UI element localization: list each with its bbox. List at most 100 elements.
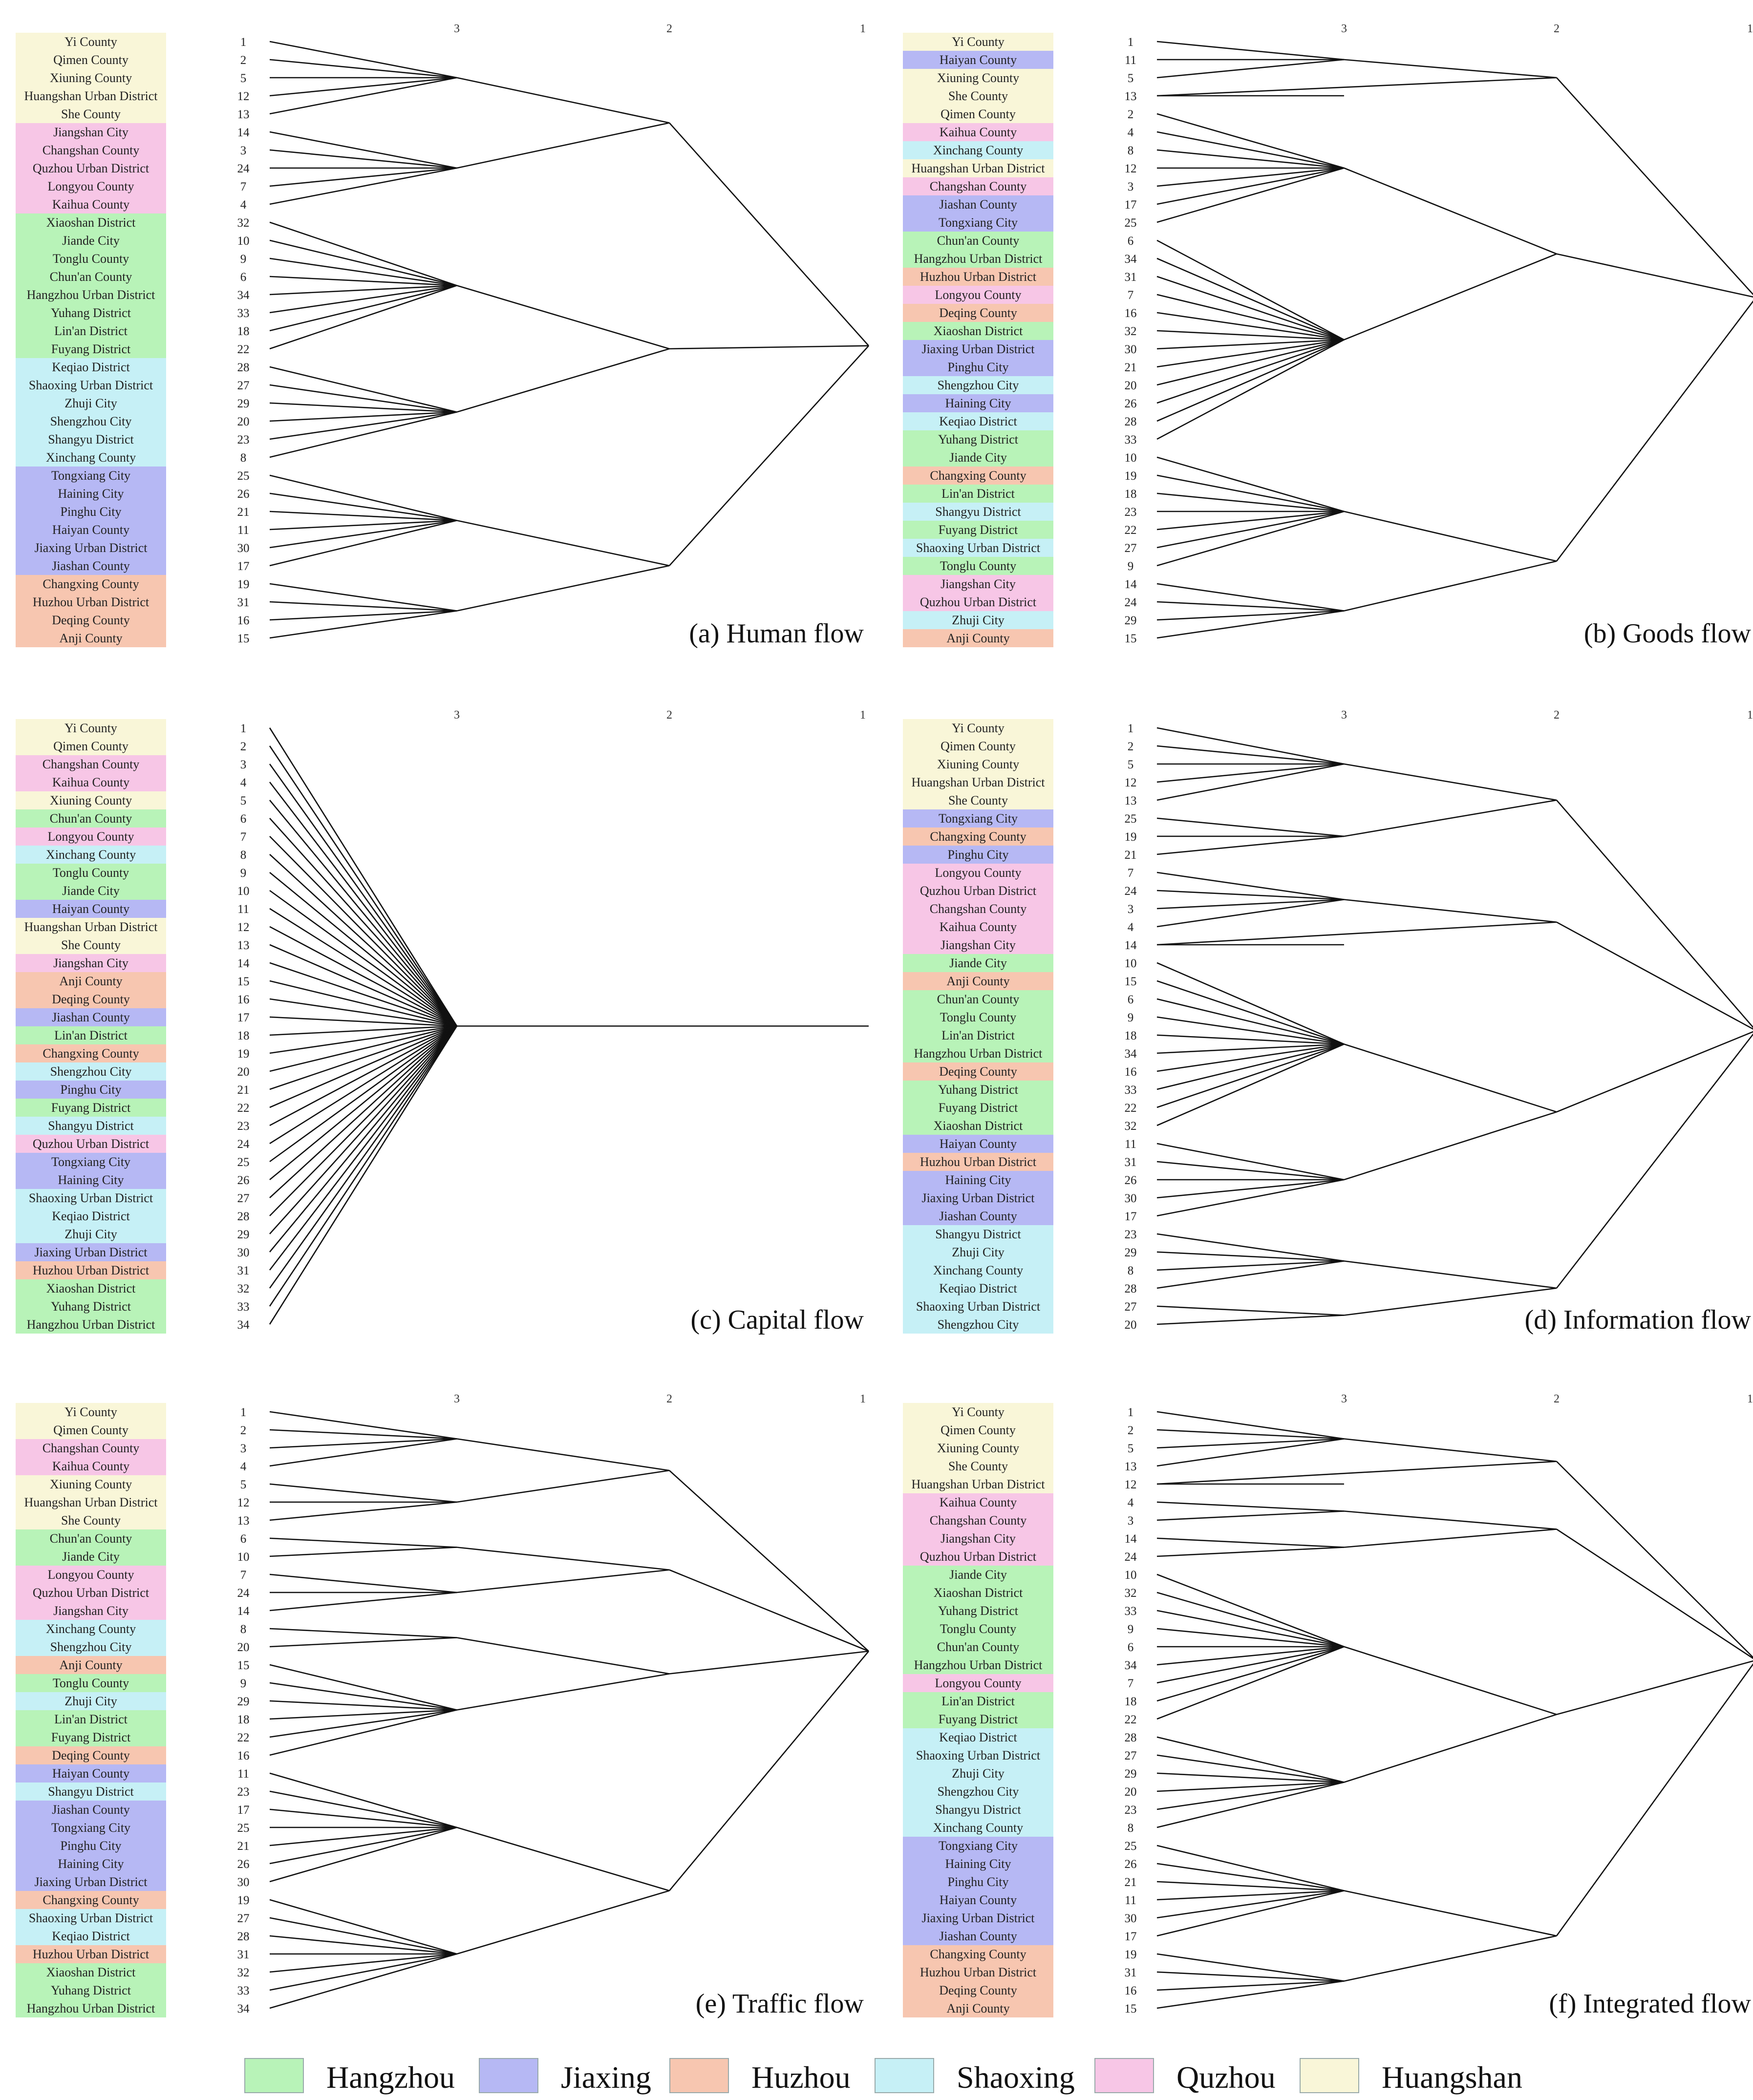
leaf-number: 31 (1125, 271, 1137, 284)
county-label: Huangshan Urban District (903, 1475, 1053, 1493)
branch (1156, 131, 1345, 169)
leaf-number: 9 (240, 253, 247, 266)
county-label: Tongxiang City (903, 213, 1053, 232)
leaf-number: 31 (237, 596, 250, 609)
county-label: Zhuji City (16, 1225, 166, 1243)
branch (1156, 1591, 1345, 1648)
leaf-number: 9 (1128, 1623, 1134, 1636)
leaf-number: 10 (237, 234, 250, 248)
branch (269, 1682, 457, 1711)
branch (1156, 239, 1345, 340)
leaf-number: 10 (1125, 1569, 1137, 1582)
branch (269, 1025, 458, 1271)
leaf-number: 23 (1125, 1803, 1137, 1817)
leaf-number: 6 (240, 812, 247, 826)
branch (1156, 1754, 1345, 1783)
branch (1156, 1233, 1345, 1262)
leaf-number: 4 (1128, 126, 1134, 139)
leaf-number: 13 (1125, 1460, 1137, 1473)
leaf-number: 18 (237, 1029, 250, 1042)
leaf-number: 26 (1125, 1174, 1137, 1187)
leaf-number: 23 (237, 433, 250, 446)
leaf-number: 25 (237, 469, 250, 483)
branch (1156, 899, 1345, 910)
branch (1344, 1890, 1557, 1937)
leaf-number: 16 (1125, 307, 1137, 320)
county-label: Deqing County (16, 611, 166, 629)
county-label: Changshan County (903, 1511, 1053, 1529)
leaf-number: 14 (237, 957, 250, 970)
county-label: Fuyang District (16, 339, 166, 358)
level-label: 3 (454, 709, 460, 721)
branch (269, 1664, 457, 1711)
leaf-number: 1 (1128, 722, 1134, 735)
county-label: Pinghu City (16, 1836, 166, 1855)
leaf-number: 30 (237, 1246, 250, 1259)
leaf-number: 2 (1128, 108, 1134, 121)
branch (269, 1016, 457, 1027)
level-label: 3 (454, 1393, 460, 1405)
branch (1556, 1461, 1753, 1658)
branch (1156, 1043, 1345, 1126)
level-label: 1 (1747, 22, 1753, 35)
branch (269, 1025, 457, 1163)
county-label: Hangzhou Urban District (16, 1999, 166, 2017)
county-label: Changxing County (16, 1890, 166, 1909)
leaf-number: 32 (237, 1282, 250, 1295)
county-label: Huzhou Urban District (16, 1945, 166, 1963)
county-label: Xiuning County (903, 68, 1053, 87)
county-label: Yi County (903, 719, 1053, 737)
county-label: Hangzhou Urban District (16, 285, 166, 304)
leaf-number: 13 (1125, 794, 1137, 807)
branch (269, 1935, 457, 1955)
leaf-number: 5 (1128, 758, 1134, 771)
leaf-number: 28 (1125, 415, 1137, 428)
county-label: Haining City (903, 1854, 1053, 1873)
level-label: 2 (666, 22, 672, 35)
county-label: Changshan County (16, 755, 166, 773)
branch (269, 520, 457, 567)
branch (269, 908, 457, 1027)
branch (669, 1650, 869, 1675)
leaf-number: 5 (240, 1478, 247, 1491)
leaf-number: 29 (237, 1695, 250, 1708)
branch (1156, 1971, 1345, 1982)
county-label: Hangzhou Urban District (903, 1655, 1053, 1674)
leaf-number: 2 (1128, 740, 1134, 753)
leaf-number: 33 (237, 1300, 250, 1314)
county-label: Tongxiang City (16, 1818, 166, 1837)
branch (1156, 1429, 1345, 1440)
branch (269, 520, 457, 549)
leaf-number: 32 (237, 1966, 250, 1979)
branch (1156, 745, 1345, 765)
county-label: Yuhang District (903, 1601, 1053, 1620)
branch (1156, 1251, 1345, 1262)
branch (269, 1917, 457, 1955)
branch (269, 1700, 457, 1711)
level-label: 1 (1747, 1393, 1753, 1405)
leaf-number: 24 (237, 162, 250, 175)
branch (269, 167, 457, 187)
panel-caption: (f) Integrated flow (1549, 1989, 1751, 2019)
branch (1556, 1660, 1753, 1716)
level-label: 1 (860, 22, 866, 35)
county-label: Keqiao District (903, 1279, 1053, 1297)
branch (1344, 1438, 1557, 1463)
leaf-number: 26 (237, 1174, 250, 1187)
county-label: Haining City (903, 394, 1053, 412)
county-label: Anji County (903, 1999, 1053, 2017)
county-label: Haiyan County (16, 899, 166, 918)
branch (269, 1025, 457, 1145)
county-label: Xiaoshan District (903, 1583, 1053, 1602)
leaf-number: 13 (237, 108, 250, 121)
leaf-number: 19 (237, 1047, 250, 1061)
branch (269, 1025, 457, 1072)
branch (1156, 1016, 1345, 1045)
branch (1156, 727, 1345, 765)
leaf-number: 26 (1125, 397, 1137, 410)
leaf-number: 29 (1125, 614, 1137, 627)
county-label: Xiaoshan District (903, 1116, 1053, 1135)
leaf-number: 17 (1125, 198, 1137, 212)
